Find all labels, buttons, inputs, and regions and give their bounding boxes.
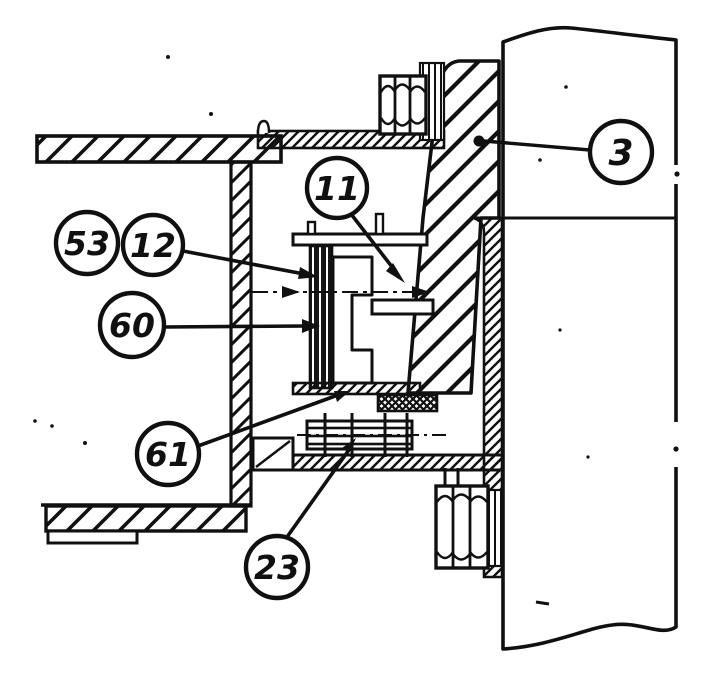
latch-rod — [370, 298, 435, 316]
retainer-pin — [306, 220, 317, 236]
callout-11-label: 11 — [314, 169, 360, 208]
callout-11: 11 — [304, 155, 405, 283]
callout-60: 60 — [97, 290, 320, 360]
leader-dot — [473, 135, 485, 147]
bracket-foot-bar — [376, 393, 439, 413]
break-dot — [673, 446, 679, 452]
upper-wall-section — [35, 134, 283, 164]
disc-spring-pack — [308, 244, 334, 390]
edge-break — [669, 422, 683, 467]
callout-23-label: 23 — [254, 548, 300, 587]
threaded-stud — [297, 413, 447, 457]
callout-12: 12 — [120, 212, 318, 279]
leader-arrow — [334, 391, 350, 402]
leader-arrow — [342, 438, 356, 453]
surface-mark — [535, 600, 550, 606]
callout-61: 61 — [134, 391, 350, 488]
callout-23: 23 — [243, 438, 356, 601]
nut-chamfer-arcs — [436, 493, 488, 561]
lower-bolt-nut — [434, 484, 490, 570]
retainer-bottom-strip — [291, 381, 422, 396]
lower-wall-section — [44, 504, 248, 533]
scan-speckles — [33, 55, 590, 459]
right-panel-section — [473, 25, 683, 651]
leader-arrow — [386, 263, 405, 283]
vertical-wall-section — [229, 160, 253, 508]
upper-bolt — [378, 61, 446, 142]
callout-12-label: 12 — [130, 226, 176, 265]
retainer-pin — [374, 212, 385, 236]
leader-arrow — [302, 319, 320, 333]
leader-arrow — [298, 267, 318, 279]
callouts: 3 11 53 12 60 — [53, 118, 655, 601]
arrowhead — [412, 286, 430, 298]
corner-gusset — [251, 436, 295, 472]
retainer-top-plate — [291, 232, 429, 247]
nut-chamfer-arcs — [379, 83, 426, 127]
bottom-flange-strip — [264, 453, 505, 472]
callout-53-label: 53 — [64, 224, 110, 263]
lower-bolt — [434, 468, 505, 570]
callout-3: 3 — [473, 118, 655, 186]
callout-60-label: 60 — [109, 306, 155, 345]
flange-pin — [256, 119, 271, 134]
panel-outline — [501, 25, 678, 651]
callout-61-label: 61 — [145, 435, 191, 474]
break-dot — [674, 171, 680, 177]
callout-53: 53 — [53, 209, 121, 277]
spring-latch-assembly — [251, 212, 505, 472]
motion-centerline — [252, 286, 430, 298]
callout-3-label: 3 — [608, 133, 633, 174]
frame-walls — [35, 119, 446, 545]
lower-wall-liner — [46, 529, 139, 545]
arrowhead — [282, 286, 300, 298]
